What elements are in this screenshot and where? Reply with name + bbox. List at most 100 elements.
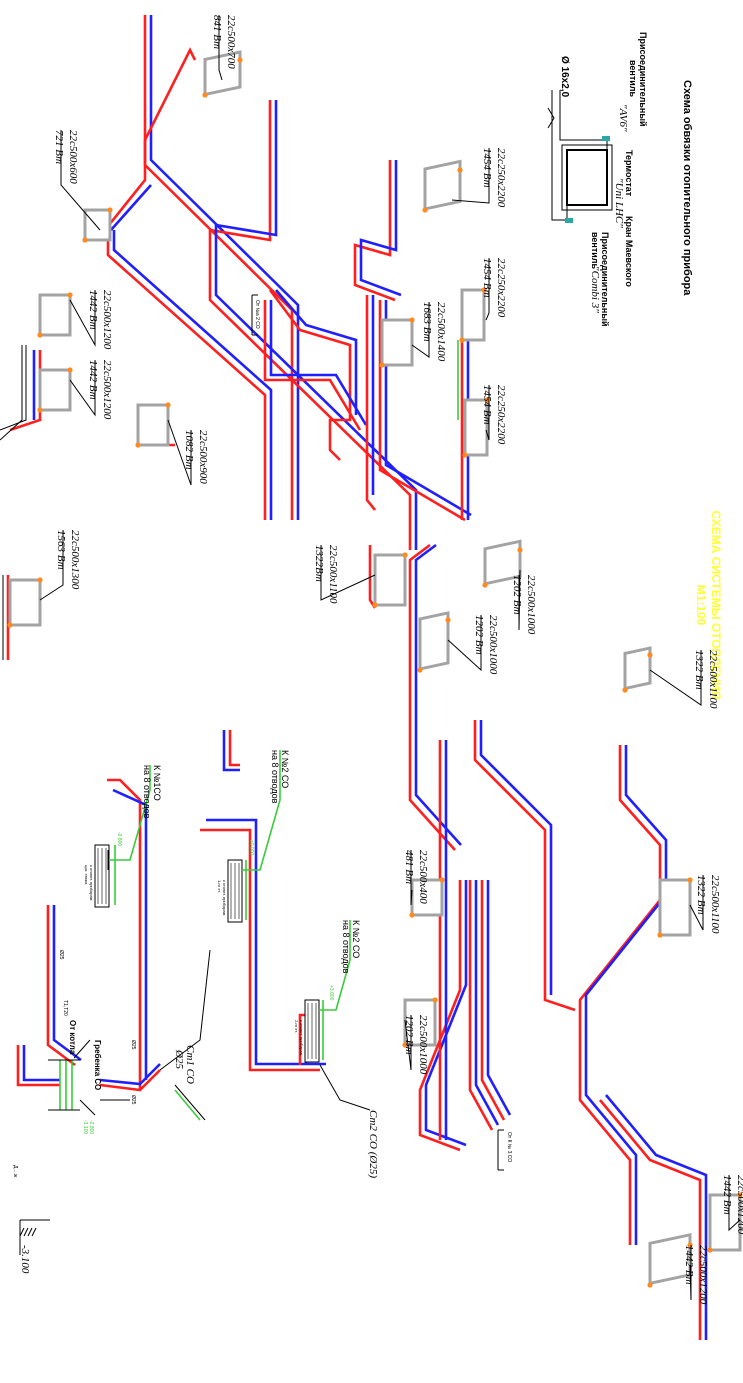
from-co2-label: От №а 2 СО xyxy=(254,300,260,329)
from-co3-label: От К № 3 СО xyxy=(506,1132,512,1162)
legend-av6-line1: Присоединительный xyxy=(638,32,648,127)
pipe-return xyxy=(359,160,402,297)
legend-connection-scheme: Схема обвязки отопительного прибора Терм… xyxy=(547,32,693,327)
valve-icon xyxy=(37,332,43,338)
pipe-supply xyxy=(263,300,362,431)
legend-termostat-brand: "Uni LHC" xyxy=(613,178,625,228)
valve-icon xyxy=(432,997,438,1003)
pipe-supply xyxy=(16,1045,60,1087)
collector-k1-note1: к отопит. приборам xyxy=(89,865,94,901)
valve-icon xyxy=(417,667,423,673)
st2-leader xyxy=(319,1064,371,1111)
st1-diameter: Ø25 xyxy=(173,1049,185,1069)
radiator-leader xyxy=(451,148,490,204)
d25-c: Ø25 xyxy=(58,950,64,960)
valve-icon xyxy=(202,92,208,98)
legend-radiator-outline xyxy=(561,144,613,211)
radiator-leader xyxy=(320,545,376,601)
level-b: -3.100 xyxy=(82,1120,88,1134)
legend-combi-brand: "Combi 3" xyxy=(589,266,601,313)
valve-icon xyxy=(707,1247,713,1253)
valve-icon xyxy=(422,207,428,213)
radiator-type-label: 22с500х1100 xyxy=(709,875,721,934)
radiator-body xyxy=(38,368,72,412)
radiator-type-label: 22с500х1100 xyxy=(707,650,719,709)
pipe-return xyxy=(110,184,152,231)
pipe-supply xyxy=(268,289,352,461)
pipe-supply xyxy=(143,15,294,520)
radiator-body xyxy=(648,1233,692,1286)
valve-icon xyxy=(737,1192,743,1198)
legend-title: Схема обвязки отопительного прибора xyxy=(681,80,693,296)
pipe-return xyxy=(206,818,326,1066)
collector-k1-level: -2.800 xyxy=(116,832,122,846)
st1-label: Ст1 СО xyxy=(184,1045,196,1084)
pipe-return xyxy=(99,1063,161,1086)
from-boiler-label: От котла xyxy=(68,1020,77,1055)
legend-combi-valve xyxy=(565,218,573,223)
pipe-return xyxy=(414,543,462,846)
pipe-supply xyxy=(106,230,267,520)
radiator-body xyxy=(423,159,462,211)
collector-k1-leader xyxy=(109,765,151,861)
radiator-leader xyxy=(518,569,521,631)
radiator-leader xyxy=(689,1245,692,1301)
valve-icon xyxy=(37,577,43,583)
pipe-supply xyxy=(9,350,42,432)
radiator-leader xyxy=(410,850,413,906)
valve-icon xyxy=(657,932,663,938)
radiator-type-label: 22с500х900 xyxy=(197,430,209,484)
collector-k2b-level: +3.000 xyxy=(328,985,334,1001)
collector-k2a-title: К №2 СО xyxy=(280,750,290,788)
radiator-power-label: 1202 Вт xyxy=(473,615,485,655)
title-line-2: М1:100 xyxy=(694,585,708,626)
radiator-leader xyxy=(404,1015,412,1071)
pipe-supply xyxy=(200,828,320,1072)
radiator-leader xyxy=(39,530,64,601)
radiator-type-label: 22с500х600 xyxy=(67,130,79,184)
pipe-return xyxy=(605,1094,708,1340)
valve-icon xyxy=(481,287,487,293)
legend-pipe-size: Ø 16х2,0 xyxy=(559,56,570,98)
radiator-body xyxy=(38,293,72,337)
pipe-supply xyxy=(480,880,506,1121)
radiator-body xyxy=(83,208,112,242)
radiator-body xyxy=(8,578,42,627)
collector-k2b-title: К №2 СО xyxy=(351,920,361,958)
valve-icon xyxy=(82,237,88,243)
title-line-1: СХЕМА СИСТЕМЫ ОТОПЛЕНИЯ xyxy=(709,511,723,700)
pipe-supply xyxy=(353,160,396,302)
valve-icon xyxy=(457,167,463,173)
collector-k2a-note1: к отопит. приборам xyxy=(222,880,227,916)
pipe-supply xyxy=(208,100,412,550)
d25-b: Ø25 xyxy=(130,1095,136,1105)
radiator-type-label: 22с500х400 xyxy=(417,850,429,904)
radiator-type-label: 22с500х1100 xyxy=(327,545,339,604)
legend-kran: Кран Маевского xyxy=(624,216,634,287)
radiator-leader xyxy=(167,419,192,486)
bracket-co3 xyxy=(497,1129,504,1171)
valve-icon xyxy=(439,877,445,883)
collector-k2a-sub: на 8 отводов xyxy=(270,750,280,804)
legend-av6-brand: "AV6" xyxy=(617,104,629,132)
radiator-type-label: 22с500х1000 xyxy=(417,1015,429,1075)
pipe-supply xyxy=(378,300,466,522)
pipe-return xyxy=(486,880,512,1116)
radiator-leader xyxy=(60,130,101,231)
radiator-type-label: 22с250х2200 xyxy=(495,385,507,445)
pipe-supply xyxy=(46,905,76,1067)
pipe-supply xyxy=(418,880,462,1152)
